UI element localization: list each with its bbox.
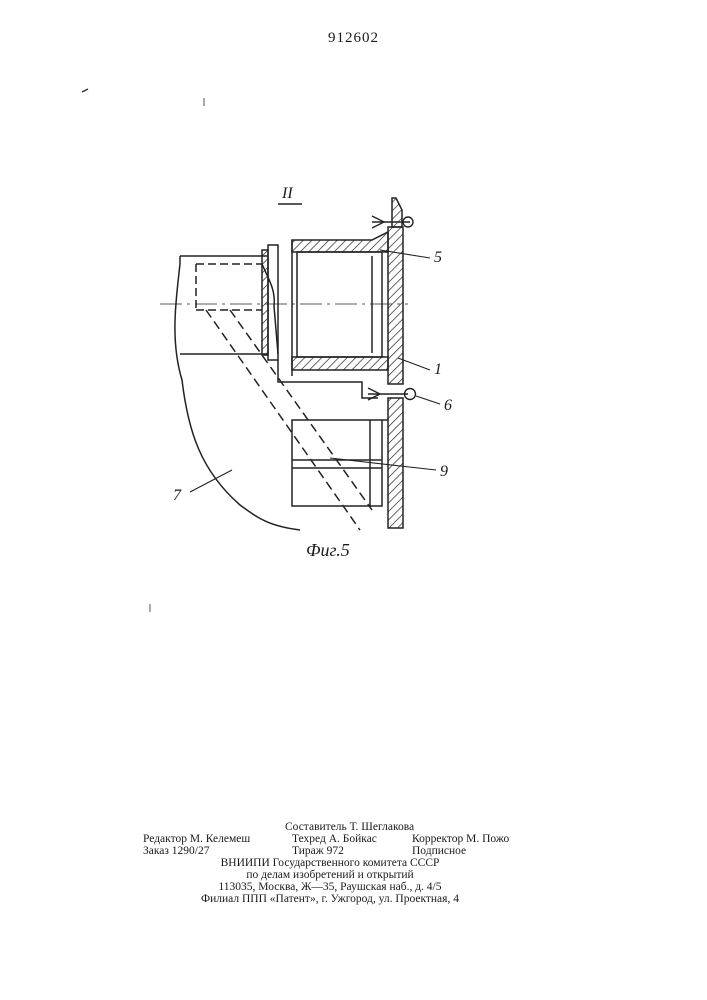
figure-caption: Фиг.5 bbox=[306, 540, 350, 560]
callout-5: 5 bbox=[434, 249, 442, 266]
callout-9: 9 bbox=[440, 463, 448, 480]
callout-1: 1 bbox=[434, 361, 442, 378]
callout-6: 6 bbox=[444, 397, 452, 414]
branch-line: Филиал ППП «Патент», г. Ужгород, ул. Про… bbox=[0, 892, 660, 906]
callout-7: 7 bbox=[173, 487, 182, 504]
view-label: II bbox=[281, 185, 293, 202]
vertical-plate-lower bbox=[388, 398, 403, 528]
machine-body bbox=[160, 198, 408, 530]
vertical-plate-upper bbox=[388, 227, 403, 384]
